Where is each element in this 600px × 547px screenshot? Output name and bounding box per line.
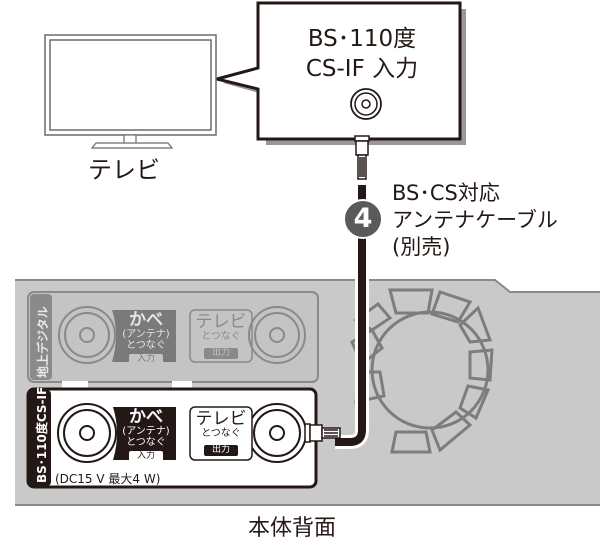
cable-label-line3: (別売) [392,235,451,259]
cable-label: BS･CS対応 アンテナケーブル (別売) [392,180,558,261]
power-spec: (DC15 V 最大4 W) [55,472,161,486]
satellite-output-label: テレビ とつなぐ 出力 [195,409,247,456]
callout-line2: CS-IF 入力 [305,56,419,82]
tv-icon [44,34,217,149]
terrestrial-input-label: かべ (アンテナ) とつなぐ 入力 [122,310,170,365]
cable-label-line1: BS･CS対応 [392,181,500,205]
cable-label-line2: アンテナケーブル [392,208,558,232]
diagram-caption: 本体背面 [248,516,337,541]
callout-title: BS･110度 CS-IF 入力 [262,24,462,84]
side-connector-icon [304,423,341,443]
satellite-input-label: かべ (アンテナ) とつなぐ 入力 [122,407,170,462]
tv-label: テレビ [88,156,160,184]
callout-box [216,1,466,145]
step-number: 4 [353,203,373,234]
callout-line1: BS･110度 [307,26,417,52]
top-connector-icon [354,135,370,180]
device-rear-panel [15,279,600,506]
terrestrial-output-label: テレビ とつなぐ 出力 [195,312,247,359]
step-badge [343,199,383,239]
antenna-cable [304,135,383,449]
terrestrial-side-label: 地上デジタル [36,306,50,378]
satellite-side-label: BS･110度CS-IF [35,386,49,483]
